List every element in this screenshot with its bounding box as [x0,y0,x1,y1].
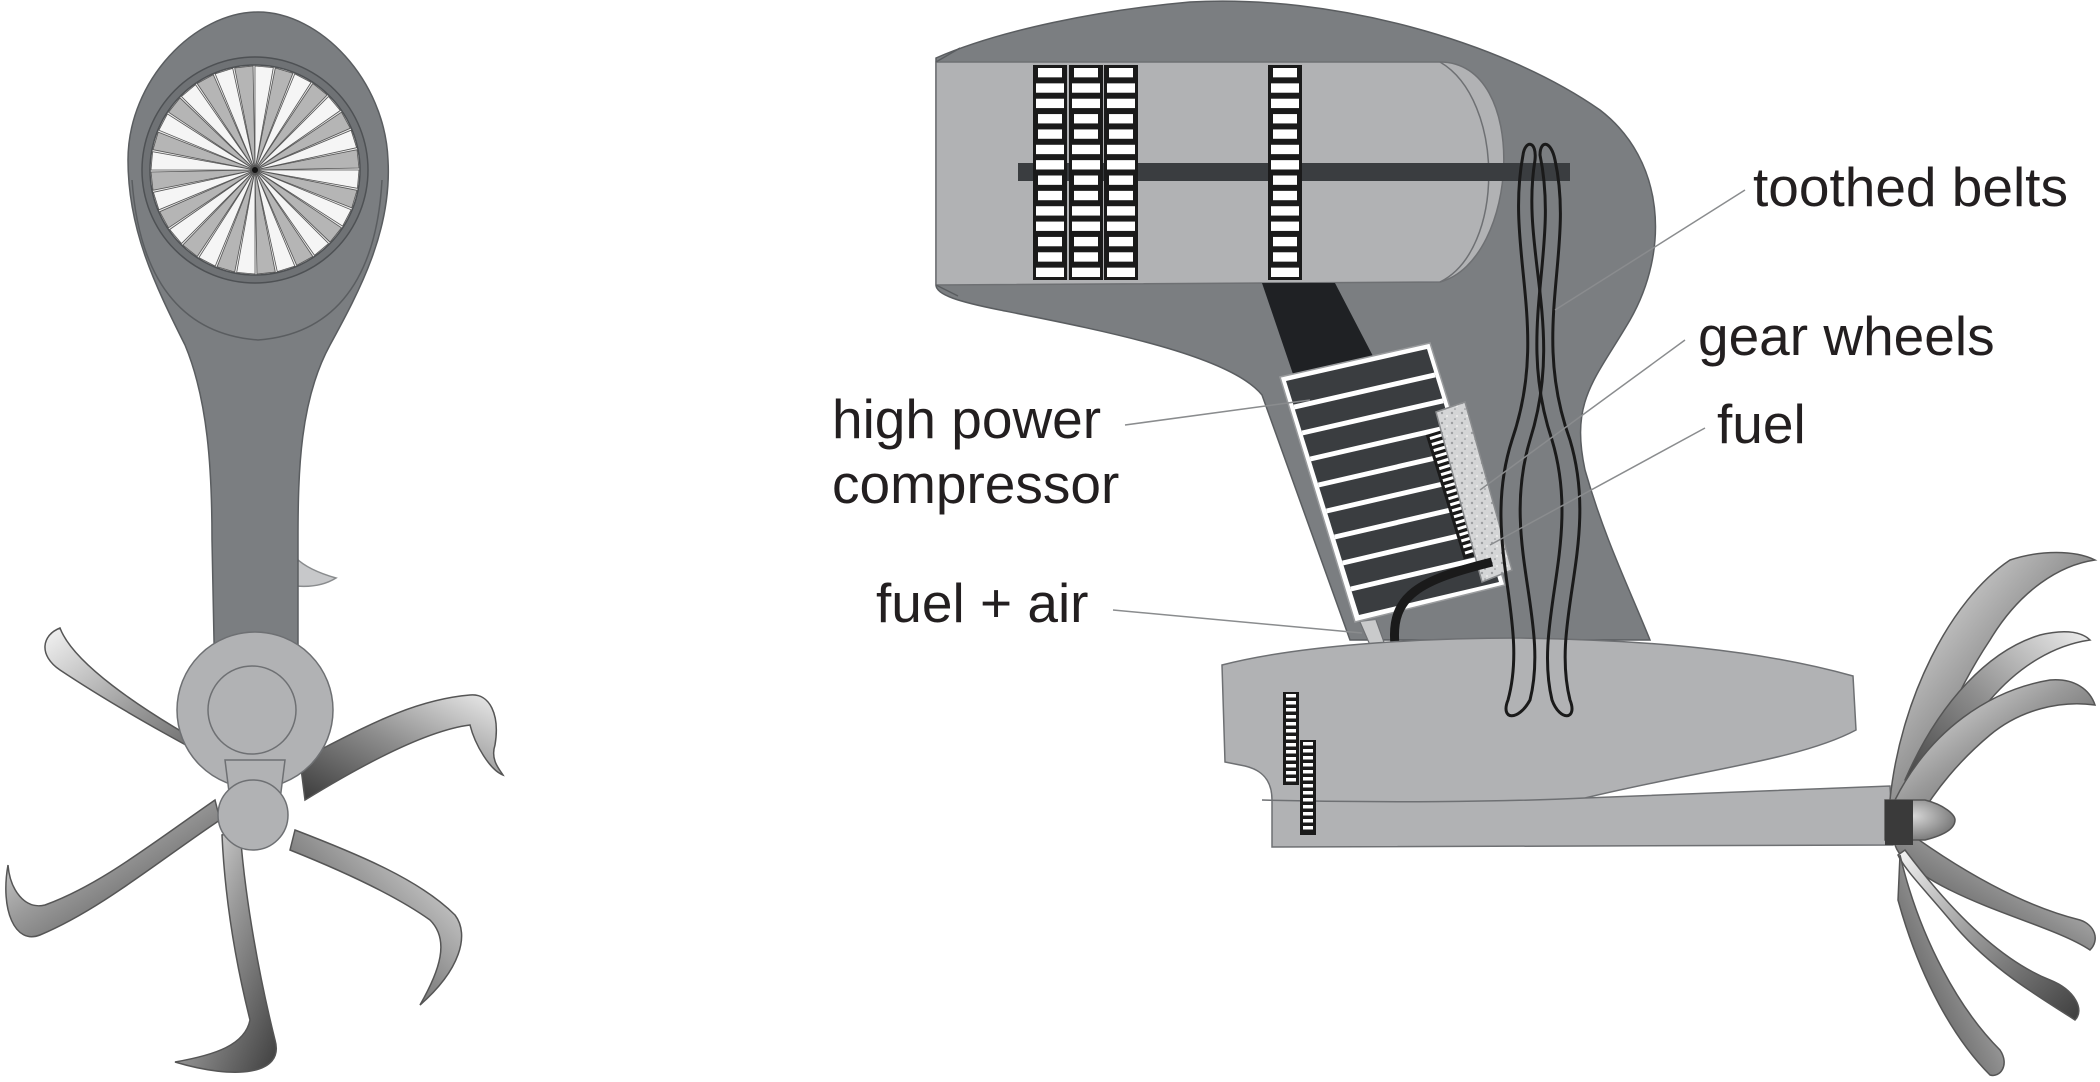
propeller-blade [174,829,278,1073]
turbine-blade [198,169,256,267]
leader-toothed-belts [1554,189,1746,311]
rear-blade [1897,848,2080,1021]
turbine-blade [254,169,330,256]
turbine-blade [254,82,328,171]
compressor-fin [1309,424,1452,462]
turbine-blade [234,65,256,171]
intake-shroud [131,179,383,341]
compressor-gear-stacks [1033,65,1302,280]
turbine-blade [180,84,256,171]
turbine-blade [169,169,256,245]
turbine-blade [150,169,256,191]
label-compressor-line2: compressor [832,453,1119,515]
leader-fuel [1489,427,1706,546]
fuel-pipe [1389,557,1494,646]
rear-propeller [1884,551,2098,1077]
gear-stack [1069,65,1103,280]
turbine-blade [254,149,360,171]
turbine-blade [152,131,256,171]
label-gear-wheels: gear wheels [1698,305,1995,367]
turbine-blade [254,65,274,171]
turbine-blade [254,169,352,227]
leader-compressor [1124,399,1311,426]
label-compressor-line1: high power [832,388,1101,450]
turbine-blade [158,113,256,171]
turbine-blade [236,169,256,275]
turbine-blades [150,65,360,275]
turbine-center [252,167,258,173]
leader-fuel-air [1112,609,1363,634]
propeller-blade [289,828,463,1006]
propeller-blade [299,694,505,802]
propeller-hub [217,779,289,851]
front-view [5,11,505,1073]
rear-hub-collar [1885,800,1913,845]
gear-stack [1033,65,1067,280]
fin-stub [295,556,338,588]
turbine-blade [216,169,256,273]
turbine-blade [254,73,312,171]
label-fuel: fuel [1717,393,1806,455]
turbine-blade [150,151,256,171]
lower-pod [1221,637,1894,848]
pod-gears [1283,692,1316,835]
turbine-blade [214,67,256,171]
compressor-fin [1350,553,1492,592]
side-view: toothed belts gear wheels fuel high powe… [832,0,2098,1077]
turbine-blade [254,129,358,171]
turbine-blade [152,169,256,211]
turbine-blade [254,169,276,275]
toothed-belts [1499,142,1582,718]
turbine-blade [254,169,314,266]
fuel-duct [1262,283,1375,380]
hub-inner [207,665,297,755]
fuel-tank [1435,401,1513,584]
turbine-blade [254,169,360,189]
rear-blade [1897,854,2005,1077]
label-toothed-belts: toothed belts [1753,156,2068,218]
turbine-blade [167,97,256,171]
turbine-blade [254,67,294,171]
turbine-blade [254,169,343,243]
gear-stack [1268,65,1302,280]
rear-blade [1894,828,2096,951]
propeller-blade [5,798,221,938]
turbine-blade [254,169,358,209]
compressor-fin [1301,398,1444,436]
compressor-fin [1293,372,1436,410]
gear-stack [1104,65,1138,280]
turbine-blade [254,111,351,171]
turbine-blade [196,74,256,171]
turbine-blade [182,169,256,258]
leader-gear-wheels [1479,339,1686,491]
label-fuel-air: fuel + air [876,572,1088,634]
pod-gear [1300,740,1316,835]
pod-gear [1283,692,1299,785]
intake-lip [935,47,961,297]
turbine-blade [254,95,341,171]
turbine-blade [254,169,296,273]
turbine-blade [159,169,256,229]
